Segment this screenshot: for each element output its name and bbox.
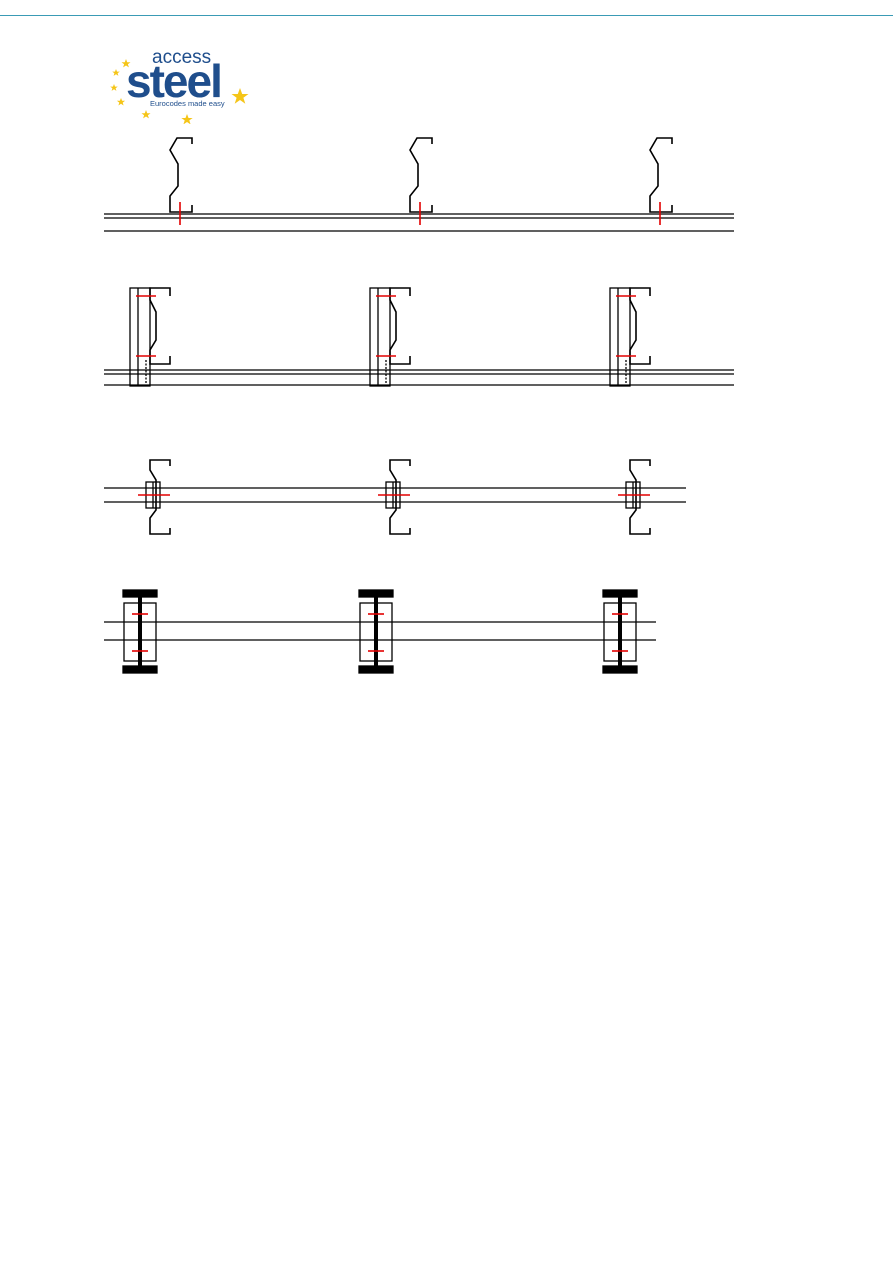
z-purlin	[169, 137, 193, 225]
row-1-z-purlins	[104, 137, 734, 232]
i-section-sleeve	[358, 589, 394, 674]
stiffened-purlin	[369, 287, 411, 387]
logo-word-steel: steel	[126, 55, 221, 107]
z-purlin	[649, 137, 673, 225]
logo-word-access: access	[152, 47, 211, 68]
row-3-cleat-purlins	[104, 459, 686, 535]
logo-tagline: Eurocodes made easy	[150, 99, 225, 108]
stiffened-purlin	[129, 287, 171, 387]
i-section-sleeve	[602, 589, 638, 674]
z-purlin	[409, 137, 433, 225]
star-icon	[110, 59, 249, 124]
row-2-stiffened-purlins	[104, 287, 734, 387]
cleat-purlin	[378, 459, 411, 535]
cleat-purlin	[618, 459, 651, 535]
cleat-purlin	[138, 459, 171, 535]
row-4-i-section-sleeves	[104, 589, 656, 674]
stiffened-purlin	[609, 287, 651, 387]
purlin-connection-drawing	[104, 137, 734, 674]
header-rule	[0, 15, 893, 16]
access-steel-logo: access steel Eurocodes made easy	[104, 44, 256, 124]
i-section-sleeve	[122, 589, 158, 674]
